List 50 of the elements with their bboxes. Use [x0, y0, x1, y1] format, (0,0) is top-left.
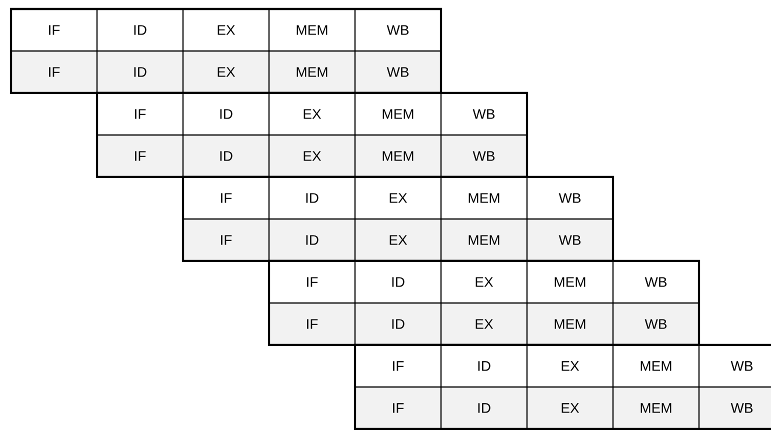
stage-label: IF — [307, 319, 318, 329]
stage-label: ID — [220, 109, 232, 119]
stage-label: ID — [392, 319, 404, 329]
stage-label: WB — [558, 235, 581, 245]
stage-label: MEM — [554, 277, 586, 287]
stage-label: EX — [562, 403, 580, 413]
stage-label: WB — [472, 151, 495, 161]
stage-label: EX — [476, 277, 494, 287]
stage-label: MEM — [296, 25, 328, 35]
stage-label: ID — [134, 67, 146, 77]
stage-label: MEM — [554, 319, 586, 329]
stage-label: WB — [472, 109, 495, 119]
stage-label: IF — [49, 67, 60, 77]
stage-label: EX — [304, 151, 322, 161]
stage-label: IF — [393, 361, 404, 371]
stage-label: WB — [644, 277, 667, 287]
stage-label: IF — [49, 25, 60, 35]
stage-label: ID — [306, 235, 318, 245]
stage-label: MEM — [296, 67, 328, 77]
stage-label: IF — [393, 403, 404, 413]
stage-label: MEM — [382, 109, 414, 119]
stage-label: WB — [730, 403, 753, 413]
stage-label: EX — [562, 361, 580, 371]
stage-label: WB — [558, 193, 581, 203]
stage-label: ID — [220, 151, 232, 161]
stage-label: WB — [644, 319, 667, 329]
stage-label: MEM — [640, 361, 672, 371]
stage-label: EX — [218, 25, 236, 35]
stage-label: IF — [135, 109, 146, 119]
stage-label: EX — [304, 109, 322, 119]
stage-label: WB — [730, 361, 753, 371]
stage-label: IF — [221, 193, 232, 203]
stage-label: WB — [386, 25, 409, 35]
stage-label: ID — [134, 25, 146, 35]
stage-label: EX — [390, 235, 408, 245]
stage-label: IF — [221, 235, 232, 245]
stage-label: MEM — [640, 403, 672, 413]
stage-label: IF — [307, 277, 318, 287]
stage-label: MEM — [468, 235, 500, 245]
stage-label: EX — [476, 319, 494, 329]
stage-label: ID — [392, 277, 404, 287]
stage-label: MEM — [382, 151, 414, 161]
stage-label: ID — [306, 193, 318, 203]
stage-label: MEM — [468, 193, 500, 203]
stage-label: ID — [478, 403, 490, 413]
stage-label: EX — [390, 193, 408, 203]
stage-label: EX — [218, 67, 236, 77]
stage-label: IF — [135, 151, 146, 161]
stage-label: ID — [478, 361, 490, 371]
stage-label: WB — [386, 67, 409, 77]
